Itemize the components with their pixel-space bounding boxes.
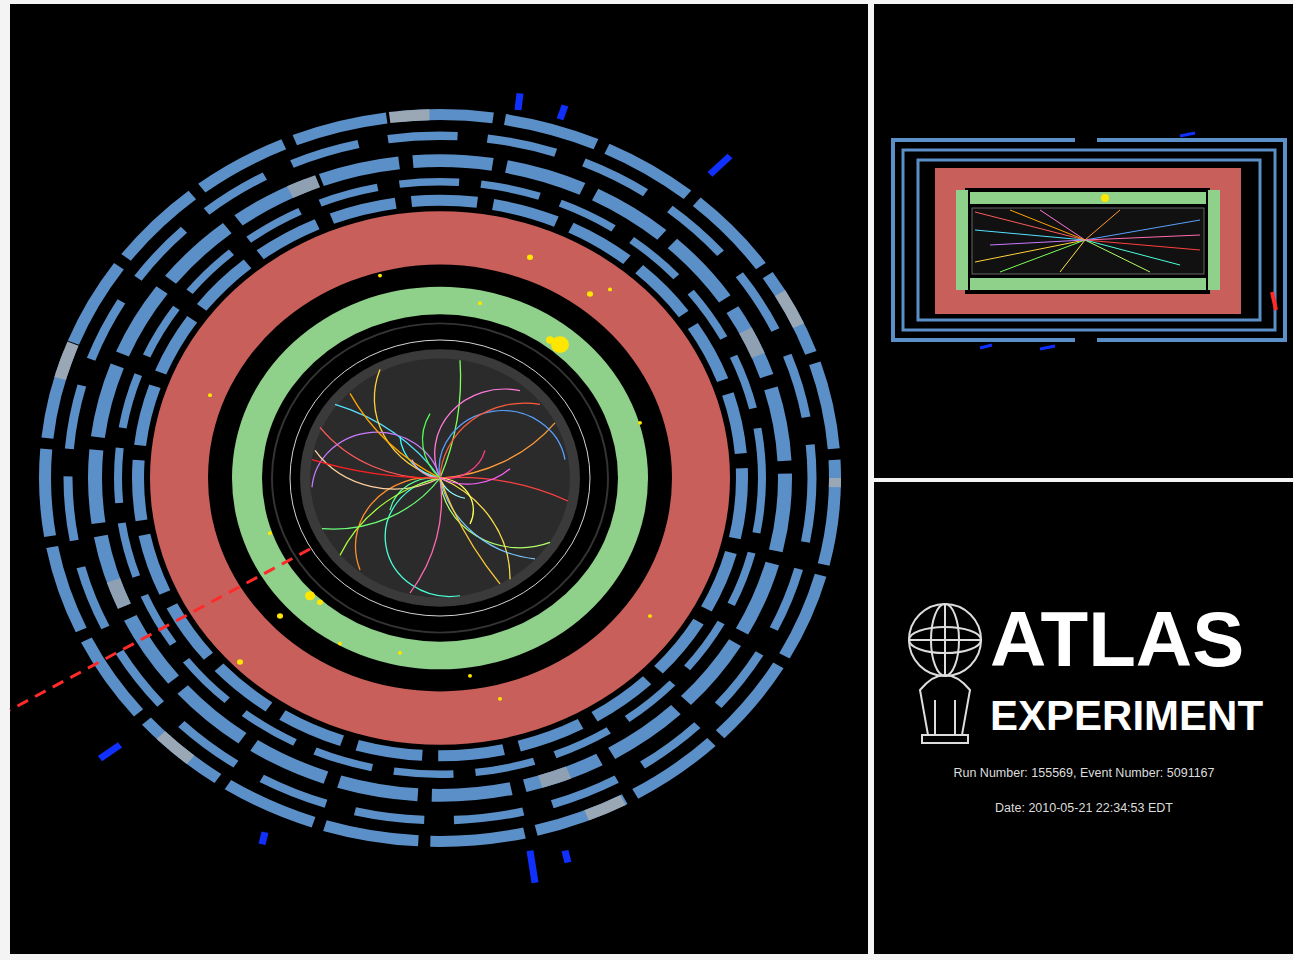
logo-subtitle: EXPERIMENT [990, 695, 1263, 737]
run-info: Run Number: 155569, Event Number: 509116… [953, 767, 1214, 780]
logo-title: ATLAS [990, 600, 1244, 678]
date-info: Date: 2010-05-21 22:34:53 EDT [995, 802, 1173, 815]
